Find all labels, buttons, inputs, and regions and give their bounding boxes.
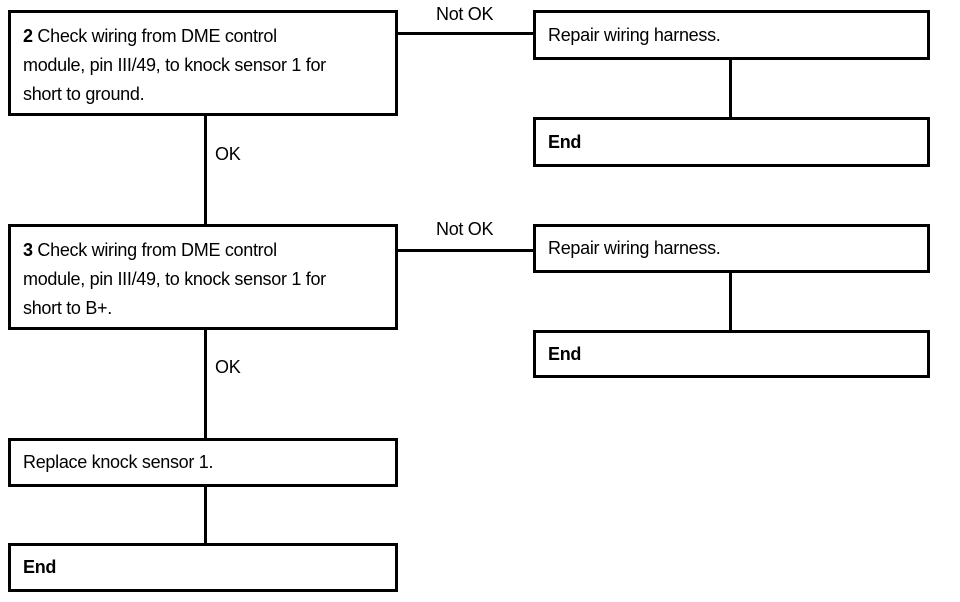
flow-box-replace-sensor: Replace knock sensor 1. xyxy=(8,438,398,487)
end1-text: End xyxy=(548,131,582,152)
connector-ok-2 xyxy=(204,330,207,438)
edge-label-not-ok-1: Not OK xyxy=(436,4,494,24)
edge-label-ok-2: OK xyxy=(215,357,241,377)
step2-number: 2 xyxy=(23,26,33,46)
flow-box-end-1: End xyxy=(533,117,930,167)
flow-box-end-3: End xyxy=(8,543,398,592)
edge-label-not-ok-2: Not OK xyxy=(436,219,494,239)
repair2-text: Repair wiring harness. xyxy=(548,238,721,258)
connector-repair1-to-end1 xyxy=(729,60,732,117)
connector-ok-1 xyxy=(204,116,207,224)
end2-text: End xyxy=(548,343,582,364)
connector-replace-to-end3 xyxy=(204,487,207,543)
flow-box-repair-1: Repair wiring harness. xyxy=(533,10,930,60)
flow-box-repair-2: Repair wiring harness. xyxy=(533,224,930,273)
step3-number: 3 xyxy=(23,240,33,260)
repair1-text: Repair wiring harness. xyxy=(548,24,721,45)
connector-repair2-to-end2 xyxy=(729,273,732,330)
connector-not-ok-1 xyxy=(398,32,533,35)
connector-not-ok-2 xyxy=(398,249,533,252)
replace-text: Replace knock sensor 1. xyxy=(23,452,214,472)
flow-box-end-2: End xyxy=(533,330,930,378)
end3-text: End xyxy=(23,557,57,577)
edge-label-ok-1: OK xyxy=(215,144,241,164)
